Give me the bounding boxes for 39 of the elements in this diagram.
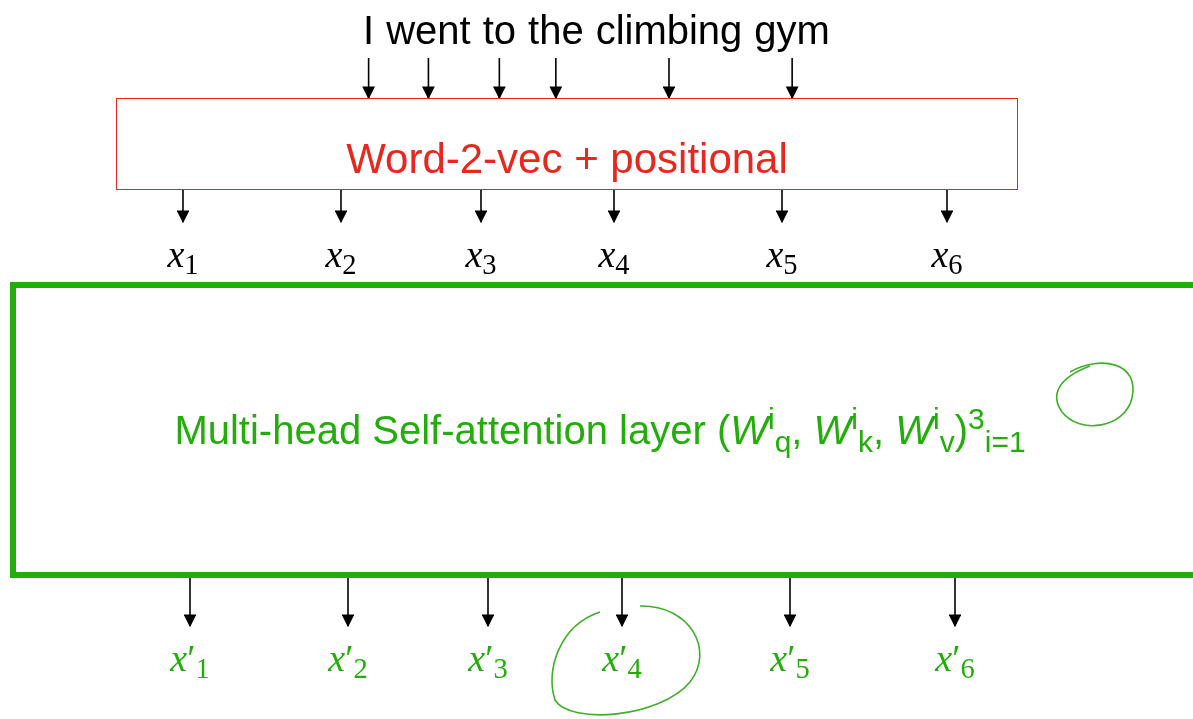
arrow xyxy=(474,189,488,224)
arrow xyxy=(549,57,563,100)
sentence-word: to xyxy=(482,4,517,56)
arrow xyxy=(481,577,495,628)
arrow xyxy=(176,189,190,224)
arrow xyxy=(334,189,348,224)
sentence-word: I xyxy=(363,4,375,56)
input-vector-label: x$_{4}$ xyxy=(598,226,630,283)
output-vector-label: x′$_{1}$ xyxy=(170,630,210,687)
arrow xyxy=(783,577,797,628)
sentence-word: gym xyxy=(754,4,830,56)
arrow xyxy=(940,189,954,224)
input-vector-label: x$_{1}$ xyxy=(167,226,199,283)
arrow xyxy=(785,57,799,100)
output-vector-label: x′$_{2}$ xyxy=(328,630,368,687)
embedding-box xyxy=(116,98,1018,190)
output-vector-label: x′$_{3}$ xyxy=(468,630,508,687)
arrow xyxy=(362,57,375,100)
input-vector-label: x$_{2}$ xyxy=(325,226,357,283)
input-vector-label: x$_{5}$ xyxy=(766,226,798,283)
input-vector-label: x$_{6}$ xyxy=(931,226,963,283)
arrow xyxy=(341,577,355,628)
output-vector-label: x′$_{5}$ xyxy=(770,630,810,687)
arrow xyxy=(183,577,197,628)
arrow xyxy=(775,189,789,224)
arrow xyxy=(607,189,621,224)
sentence-word: the xyxy=(528,4,584,56)
arrow xyxy=(492,57,506,100)
sentence-word: climbing xyxy=(595,4,743,56)
attention-layer-box xyxy=(10,282,1193,578)
arrow xyxy=(422,57,435,100)
arrow xyxy=(615,577,629,628)
input-vector-label: x$_{3}$ xyxy=(465,226,497,283)
box-title: Word-2-vec + positional xyxy=(346,133,788,184)
arrow xyxy=(948,577,962,628)
output-vector-label: x′$_{4}$ xyxy=(602,630,642,687)
sentence-word: went xyxy=(386,4,471,56)
arrow xyxy=(662,57,676,100)
output-vector-label: x′$_{6}$ xyxy=(935,630,975,687)
